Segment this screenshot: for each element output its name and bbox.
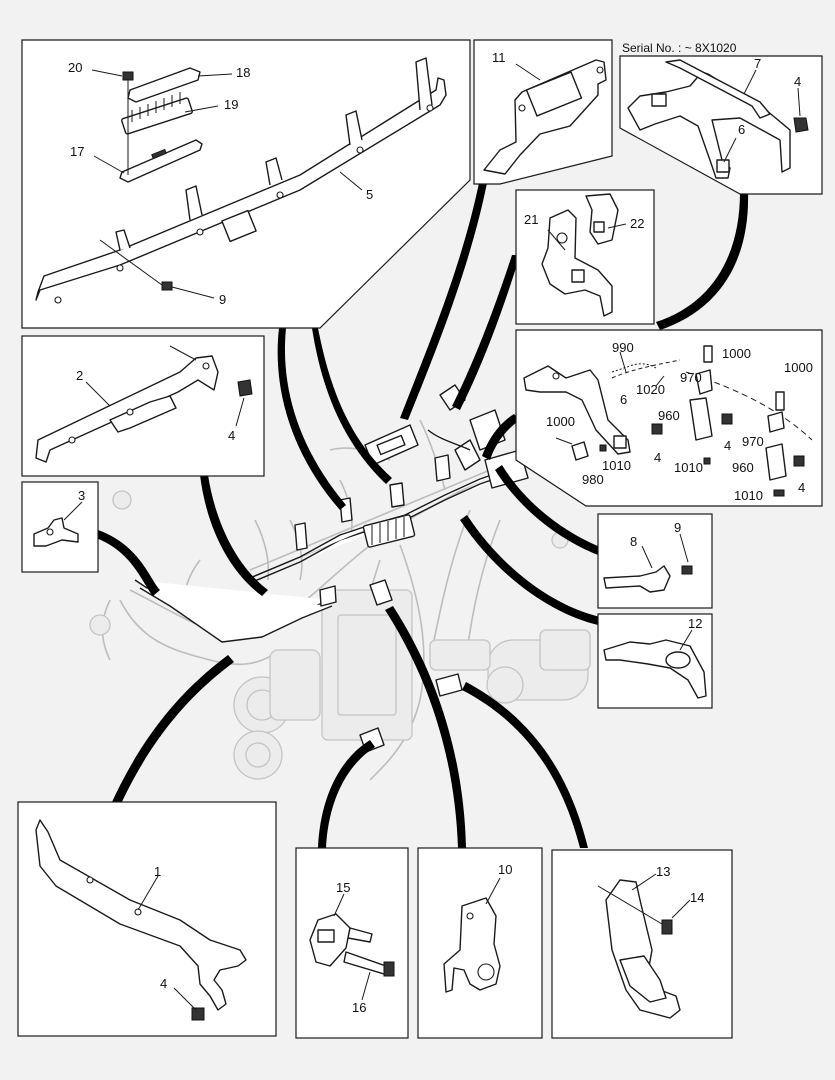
callout-970-b: 970 [742, 434, 764, 449]
callout-1000-c: 1000 [546, 414, 575, 429]
callout-990: 990 [612, 340, 634, 355]
callout-1010-b: 1010 [674, 460, 703, 475]
detail-box-2: 2 4 [21, 335, 265, 477]
detail-box-13-14: 13 14 [551, 849, 733, 1039]
callout-960-a: 960 [658, 408, 680, 423]
detail-box-bracket-7: Serial No. : ~ 8X1020 7 4 6 [619, 41, 823, 195]
callout-4-d: 4 [724, 438, 731, 453]
callout-4-a: 4 [794, 74, 801, 89]
callout-9-a: 9 [219, 292, 226, 307]
callout-10: 10 [498, 862, 512, 877]
callout-16: 16 [352, 1000, 366, 1015]
callout-15: 15 [336, 880, 350, 895]
callout-4-c: 4 [654, 450, 661, 465]
detail-box-bracket-6: 990 1000 1020 970 1000 960 6 1000 4 4 97… [515, 329, 823, 507]
serial-note: Serial No. : ~ 8X1020 [622, 41, 737, 55]
detail-box-11: 11 [473, 39, 613, 185]
callout-1010-c: 1010 [734, 488, 763, 503]
reference-links [96, 178, 749, 848]
detail-box-3: 3 [21, 481, 99, 573]
callout-7: 7 [754, 56, 761, 71]
callout-6-a: 6 [738, 122, 745, 137]
callout-1020: 1020 [636, 382, 665, 397]
callout-6-b: 6 [620, 392, 627, 407]
callout-21: 21 [524, 212, 538, 227]
callout-3: 3 [78, 488, 85, 503]
detail-box-15-16: 15 16 [295, 847, 409, 1039]
callout-22: 22 [630, 216, 644, 231]
callout-2: 2 [76, 368, 83, 383]
callout-17: 17 [70, 144, 84, 159]
callout-19: 19 [224, 97, 238, 112]
callout-8: 8 [630, 534, 637, 549]
engine-assembly-ghost [89, 399, 591, 781]
detail-box-8: 8 9 [597, 513, 713, 609]
callout-4-e: 4 [798, 480, 805, 495]
detail-box-12: 12 [597, 613, 713, 709]
detail-box-10: 10 [417, 847, 543, 1039]
detail-box-21-22: 21 22 [515, 189, 655, 325]
callout-5: 5 [366, 187, 373, 202]
detail-box-1: 1 4 [17, 801, 277, 1037]
callout-13: 13 [656, 864, 670, 879]
detail-box-rail: 20 18 19 17 5 9 [21, 39, 471, 329]
callout-14: 14 [690, 890, 704, 905]
callout-1000-b: 1000 [784, 360, 813, 375]
callout-960-b: 960 [732, 460, 754, 475]
callout-980: 980 [582, 472, 604, 487]
callout-1000-a: 1000 [722, 346, 751, 361]
callout-20: 20 [68, 60, 82, 75]
callout-970-a: 970 [680, 370, 702, 385]
callout-18: 18 [236, 65, 250, 80]
callout-1010-a: 1010 [602, 458, 631, 473]
callout-11: 11 [492, 50, 506, 65]
callout-1: 1 [154, 864, 161, 879]
callout-4-b: 4 [228, 428, 235, 443]
callout-9-b: 9 [674, 520, 681, 535]
callout-4-f: 4 [160, 976, 167, 991]
callout-12: 12 [688, 616, 702, 631]
main-wiring-harness [134, 384, 529, 753]
